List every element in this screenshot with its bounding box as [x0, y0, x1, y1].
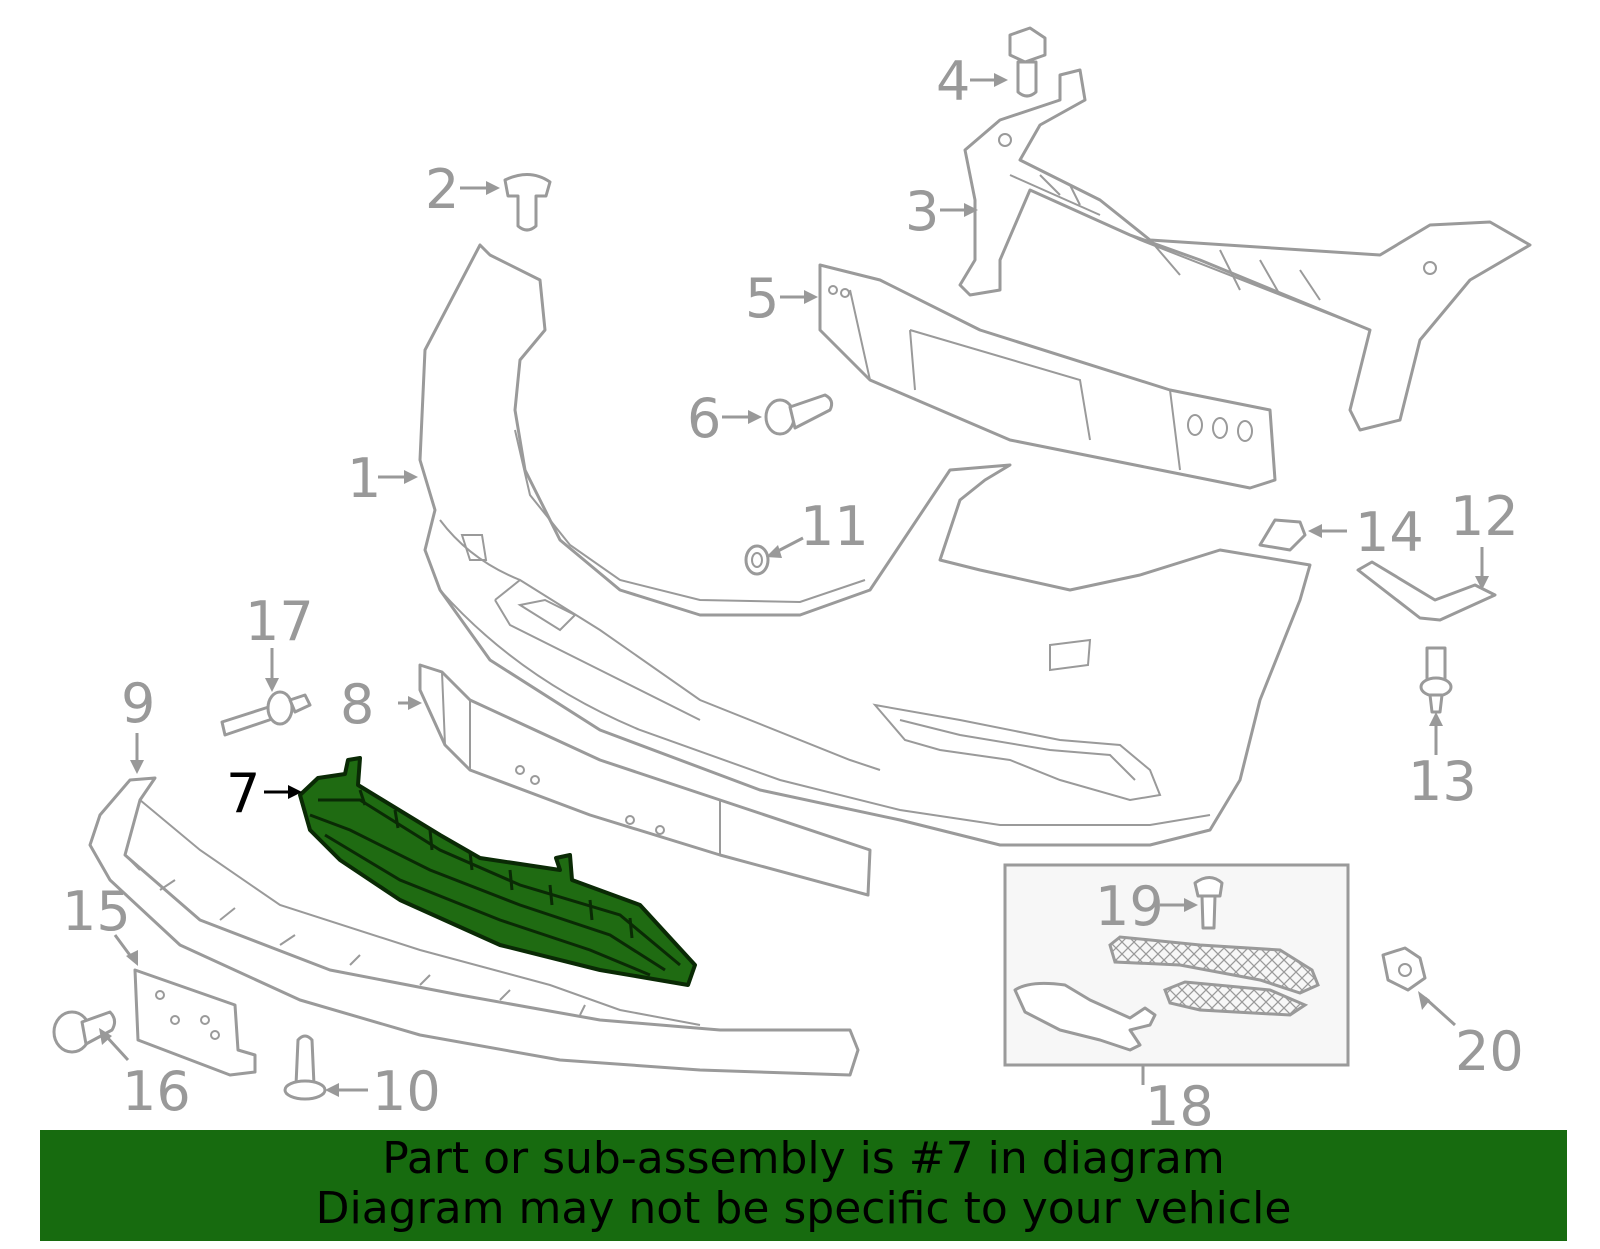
callout-10: 10: [372, 1060, 441, 1123]
part-17-pin: [220, 690, 312, 737]
part-16-pin: [52, 1010, 117, 1054]
part-6-pin: [764, 393, 834, 436]
part-15-bracket: [133, 968, 257, 1077]
part-5-absorber: [818, 263, 1277, 490]
callout-numbers: 1 2 3 4 5 6 7 8 9 10 11 12 13 14 15 16 1…: [62, 50, 1524, 1138]
part-9-valance: [88, 776, 860, 1077]
part-2-clip: [503, 173, 552, 232]
banner-line-1: Part or sub-assembly is #7 in diagram: [382, 1133, 1225, 1184]
part-14-clip: [1258, 518, 1307, 552]
callout-7: 7: [226, 762, 260, 825]
callout-1: 1: [347, 447, 381, 510]
callout-17: 17: [245, 590, 314, 653]
callout-13: 13: [1408, 750, 1477, 813]
callout-5: 5: [745, 267, 779, 330]
info-banner: Part or sub-assembly is #7 in diagram Di…: [40, 1130, 1567, 1241]
part-18-inset-box: [1003, 863, 1350, 1085]
part-13-fastener: [1419, 646, 1453, 714]
callout-9: 9: [121, 672, 155, 735]
part-11-grommet: [744, 544, 770, 576]
banner-line-2: Diagram may not be specific to your vehi…: [315, 1183, 1292, 1234]
part-20-nut-clip: [1381, 946, 1427, 992]
callout-14: 14: [1355, 501, 1424, 564]
callout-arrows: [99, 73, 1489, 1097]
callout-2: 2: [425, 158, 459, 221]
part-1-bumper-cover: [418, 243, 1312, 847]
part-12-strip: [1356, 560, 1497, 622]
callout-8: 8: [340, 673, 374, 736]
part-7-grille: [298, 756, 697, 987]
callout-11: 11: [800, 495, 869, 558]
callout-15: 15: [62, 880, 131, 943]
callout-18: 18: [1145, 1075, 1214, 1138]
callout-4: 4: [936, 50, 970, 113]
callout-6: 6: [687, 387, 721, 450]
callout-20: 20: [1455, 1020, 1524, 1083]
callout-16: 16: [122, 1060, 191, 1123]
part-4-bolt: [1008, 26, 1047, 98]
callout-12: 12: [1450, 485, 1519, 548]
callout-19: 19: [1095, 875, 1164, 938]
part-8-reinforcement: [418, 663, 872, 897]
part-10-screw: [283, 1034, 327, 1101]
part-3-upper-support: [958, 68, 1532, 432]
callout-3: 3: [905, 180, 939, 243]
